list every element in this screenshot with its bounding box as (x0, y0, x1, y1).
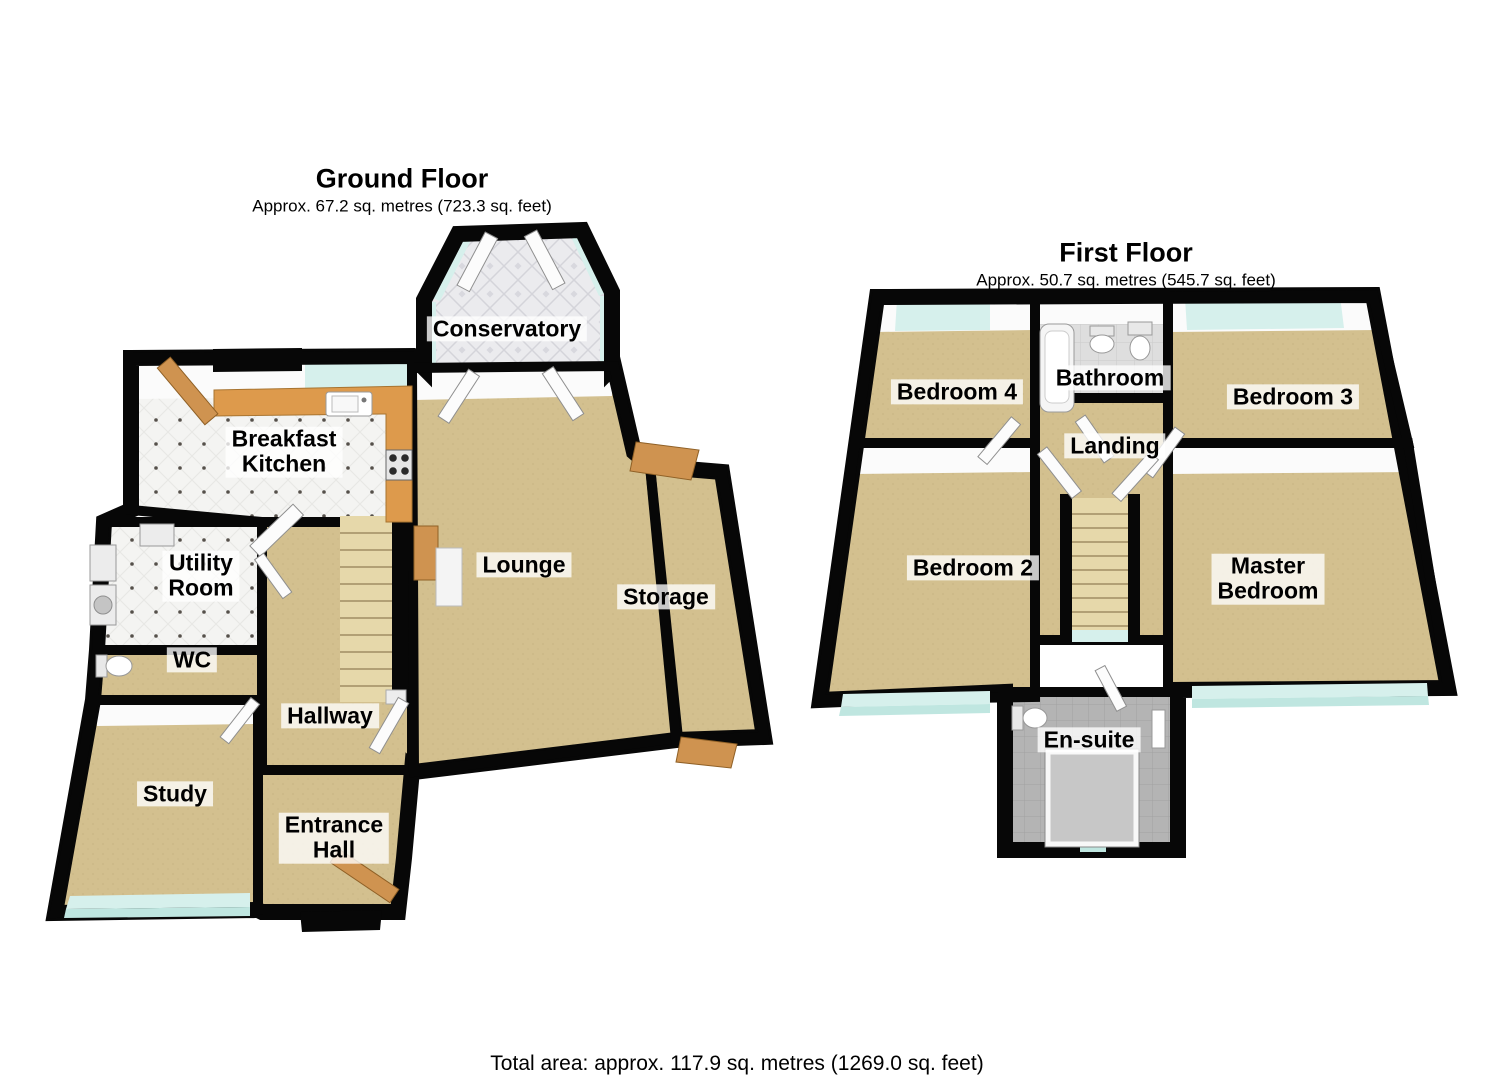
bedroom4-floor (855, 297, 1035, 443)
room-label-conservatory: Conservatory (426, 316, 588, 342)
bedroom4-door (977, 416, 1022, 466)
conservatory-french-door-right (523, 229, 566, 291)
first-floor-title: First Floor (1059, 237, 1193, 268)
bedroom2-wall-face (853, 445, 1033, 474)
ground-floor-title: Ground Floor (315, 163, 489, 194)
room-label-lounge: Lounge (476, 552, 572, 578)
bedroom4-window (895, 299, 990, 331)
study-door (219, 696, 261, 745)
ground-floor-area: Approx. 67.2 sq. metres (723.3 sq. feet) (252, 196, 552, 216)
study-window-sill (64, 907, 250, 918)
kitchen-top-wall-chunk (213, 348, 302, 372)
room-label-bedroom-3: Bedroom 3 (1226, 384, 1360, 410)
bedroom2-window (841, 691, 990, 707)
ensuite-shower (1044, 748, 1140, 848)
storage-door-bottom (675, 736, 738, 769)
first-staircase (1060, 494, 1140, 642)
wc-toilet (95, 654, 133, 678)
room-label-hallway: Hallway (281, 703, 379, 729)
room-label-bedroom-2: Bedroom 2 (906, 555, 1040, 581)
utility-counter (89, 544, 117, 582)
ensuite-toilet (1011, 705, 1048, 731)
study-window (66, 893, 250, 909)
room-label-utility-room: Utility Room (162, 550, 240, 602)
room-label-storage: Storage (617, 584, 715, 610)
lounge-conservatory-door-right (541, 365, 585, 422)
master-window-sill (1192, 696, 1429, 708)
study-walls (49, 695, 263, 919)
ensuite-door-sill (1080, 844, 1106, 852)
kitchen-counter (213, 385, 413, 523)
master-wall-face (1170, 445, 1412, 474)
kitchen-stove (385, 449, 413, 481)
entrance-porch-step (300, 910, 382, 932)
ensuite-walls (1000, 687, 1183, 855)
bedroom2-door (1036, 446, 1083, 500)
conservatory-french-door-left (456, 231, 499, 293)
total-area-text: Total area: approx. 117.9 sq. metres (12… (490, 1052, 984, 1075)
study-wall-face (96, 702, 256, 726)
hallway-lounge-door (368, 696, 410, 755)
room-label-en-suite: En-suite (1037, 727, 1141, 753)
kitchen-hallway-door (249, 503, 305, 558)
room-label-master-bedroom: Master Bedroom (1211, 553, 1325, 605)
kitchen-back-door (156, 356, 219, 426)
ensuite-sink (1151, 709, 1166, 749)
utility-sink (139, 523, 175, 547)
room-label-landing: Landing (1064, 433, 1166, 459)
wc-floor (93, 650, 262, 700)
utility-washer (89, 584, 117, 626)
ground-staircase (340, 514, 408, 705)
master-walls (1163, 438, 1454, 693)
room-label-breakfast-kitchen: Breakfast Kitchen (225, 426, 343, 478)
room-label-wc: WC (166, 647, 218, 673)
room-label-bathroom: Bathroom (1049, 365, 1171, 391)
ensuite-door (1094, 664, 1128, 712)
room-label-entrance-hall: Entrance Hall (278, 812, 390, 864)
bathroom-sink (1089, 325, 1115, 354)
room-label-study: Study (137, 781, 213, 807)
storage-walls (644, 460, 770, 746)
bathroom-wall-face (1037, 300, 1166, 324)
utility-door (253, 552, 293, 600)
master-window (1192, 683, 1428, 699)
storage-door-top (629, 441, 700, 481)
bedroom2-window-sill (839, 704, 990, 716)
room-label-bedroom-4: Bedroom 4 (890, 379, 1024, 405)
ground-floor-plan (45, 221, 774, 932)
lounge-fireplace (413, 525, 463, 607)
ground-floor-title-block: Ground Floor Approx. 67.2 sq. metres (72… (252, 164, 552, 217)
first-floor-title-block: First Floor Approx. 50.7 sq. metres (545… (976, 238, 1276, 291)
lounge-conservatory-door-left (437, 368, 481, 424)
bedroom3-window (1185, 296, 1344, 330)
first-floor-area: Approx. 50.7 sq. metres (545.7 sq. feet) (976, 270, 1276, 290)
bathroom-toilet (1127, 321, 1153, 361)
